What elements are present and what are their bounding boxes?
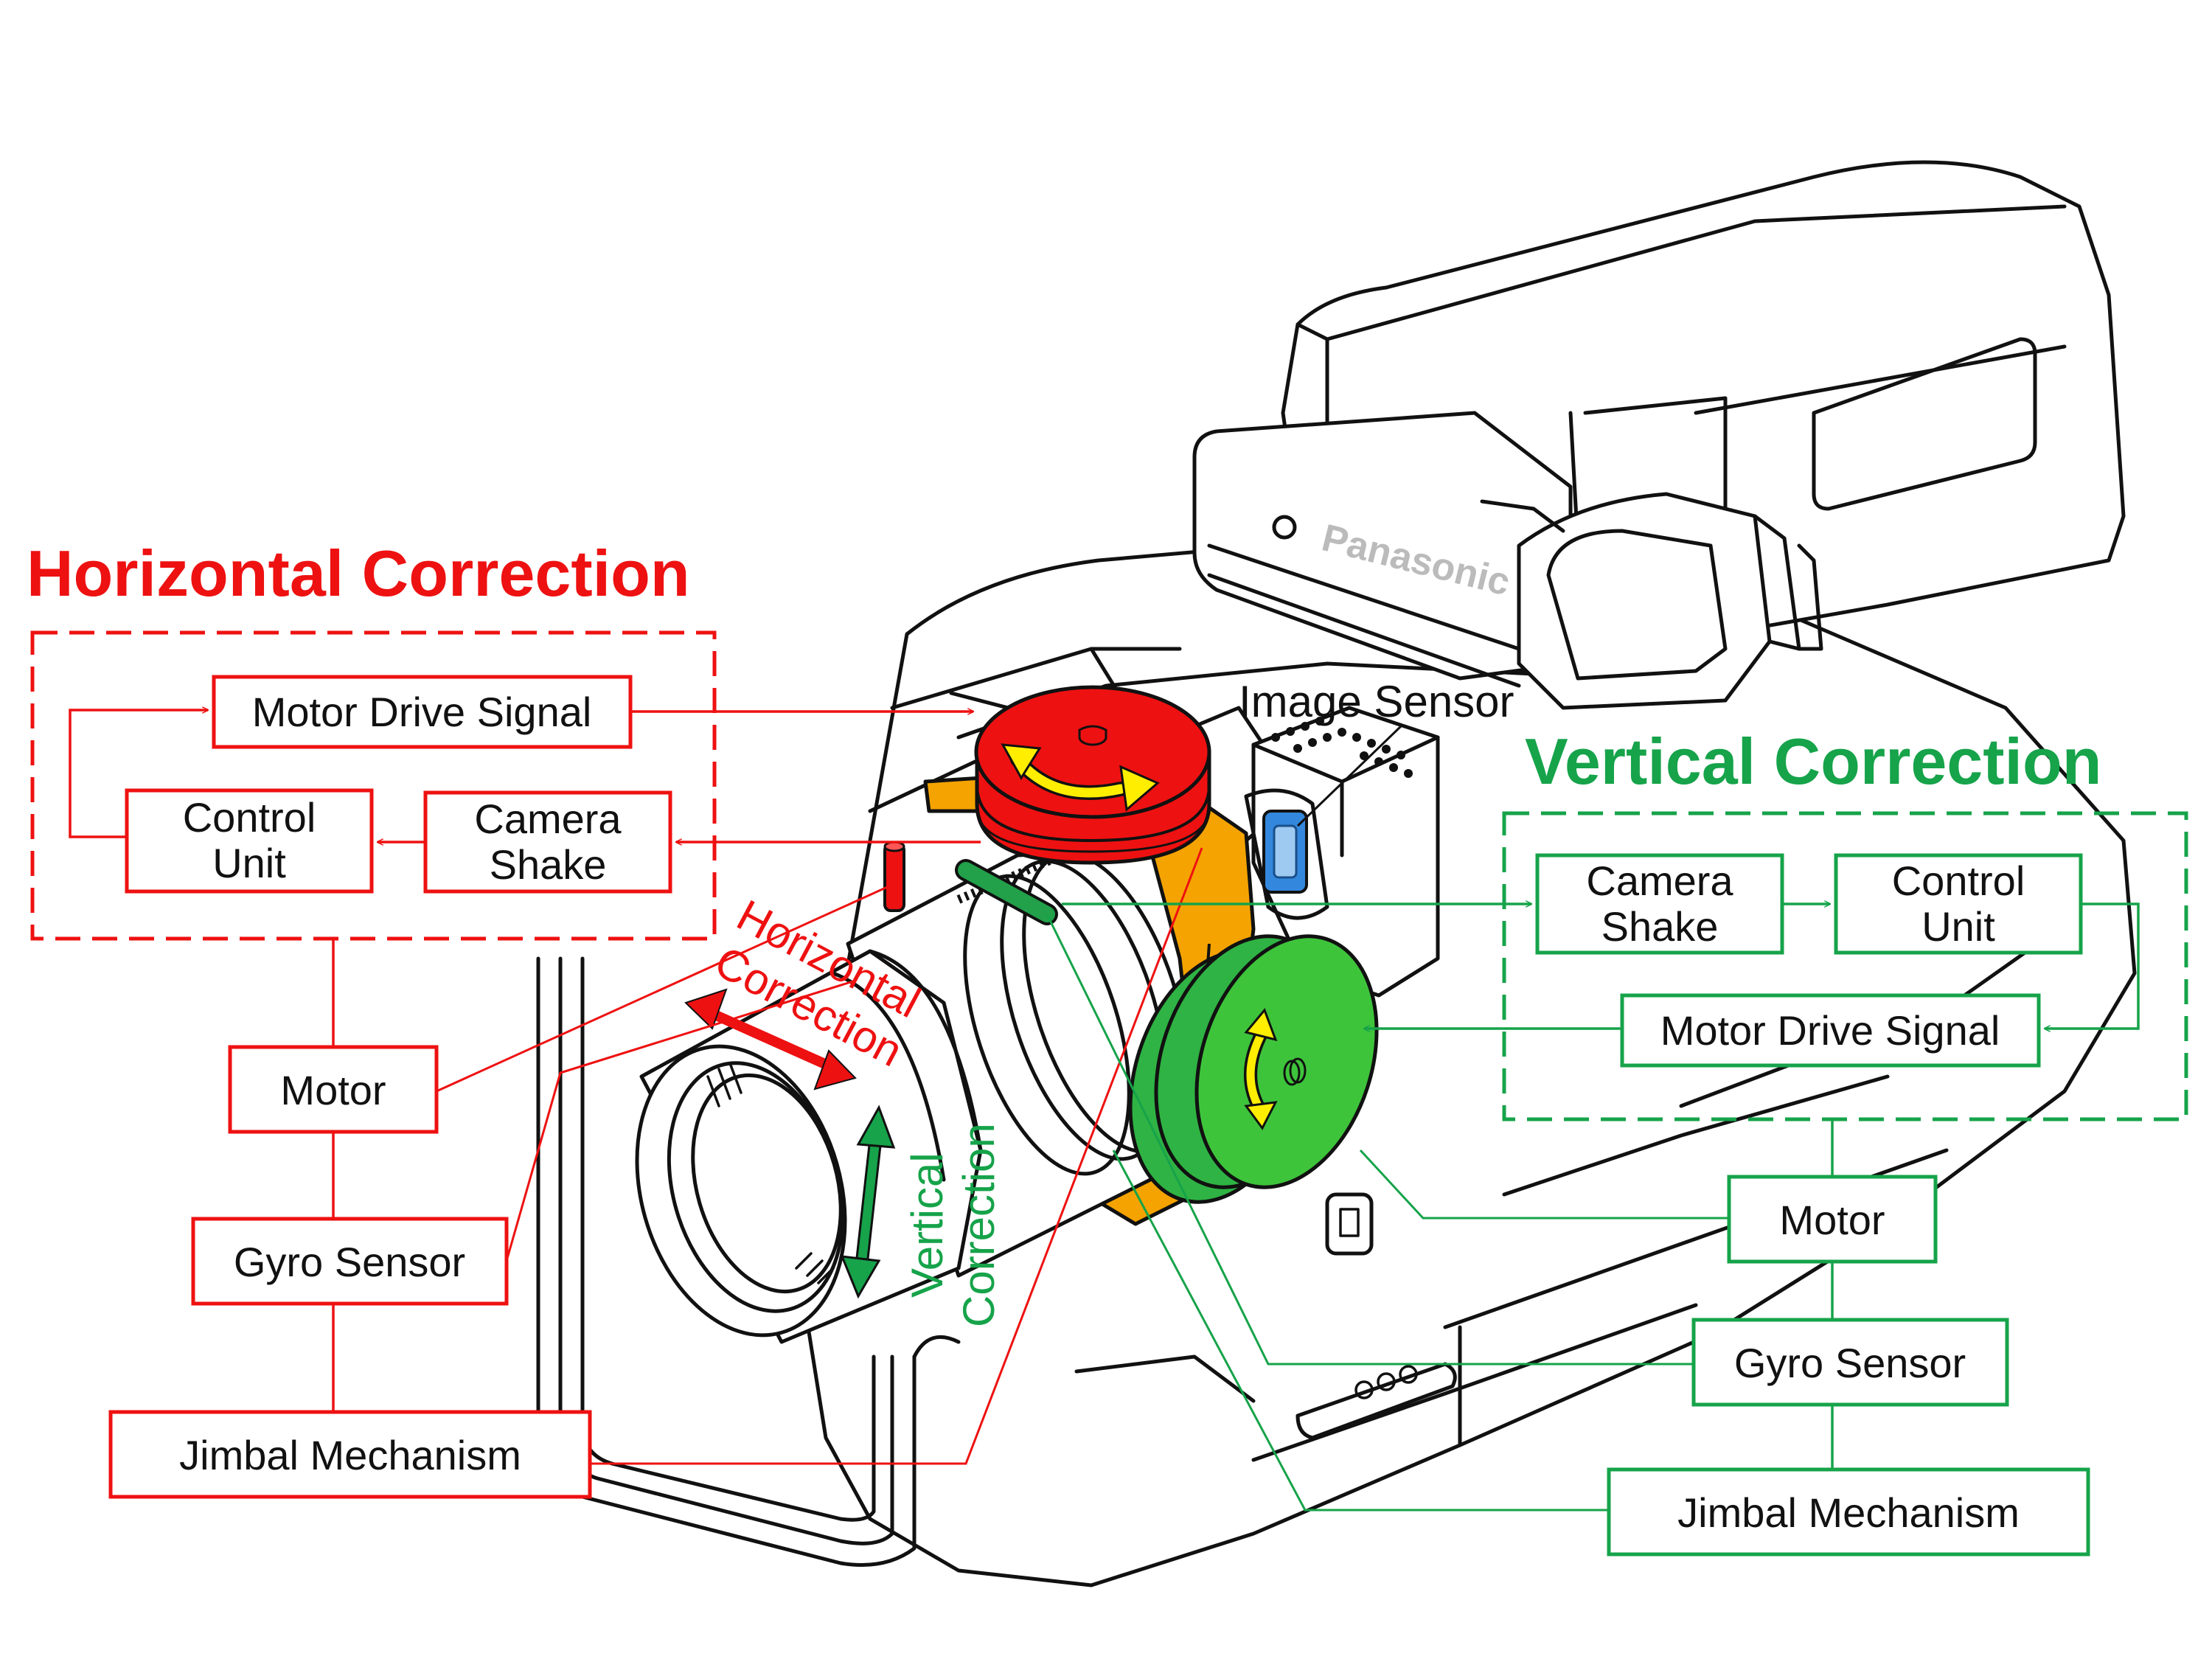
horizontal-rotation-arrow-icon [1001, 743, 1160, 812]
h-camera-shake-box [423, 790, 672, 894]
vertical-axis-rod [958, 862, 1055, 922]
h-control-unit-label-2: Unit [212, 840, 286, 886]
h-gyro-sensor-box [191, 1217, 509, 1306]
h-motor-box [228, 1045, 439, 1134]
v-control-unit-label-2: Unit [1921, 903, 1995, 950]
v-gyro-sensor-label: Gyro Sensor [1734, 1340, 1966, 1386]
v-motor-label: Motor [1779, 1197, 1885, 1243]
vertical-movement-arrow-icon [840, 1105, 896, 1299]
v-control-unit-label-1: Control [1892, 858, 2025, 904]
vertical-loop-frame [1502, 811, 2188, 1121]
h-camera-shake-label-2: Shake [490, 841, 607, 888]
vertical-correction-group: Vertical Correction Camera Shake Control… [902, 725, 2188, 1557]
sensor-pins [1271, 717, 1413, 778]
v-gyro-sensor-box [1691, 1318, 2009, 1407]
v-jimbal-mechanism-box [1607, 1467, 2090, 1557]
v-jimbal-mechanism-label: Jimbal Mechanism [1677, 1489, 2020, 1536]
image-sensor-label: Image Sensor [1239, 677, 1514, 726]
horizontal-correction-group: Horizontal Correction Motor Drive Signal… [27, 537, 1203, 1499]
h-control-unit-box [125, 788, 374, 894]
h-control-unit-label-1: Control [183, 794, 316, 841]
h-jimbal-mechanism-label: Jimbal Mechanism [179, 1432, 521, 1478]
h-motor-drive-signal-label: Motor Drive Signal [252, 689, 592, 735]
v-callout-line2: Correction [954, 1123, 1004, 1327]
h-jimbal-mechanism-box [108, 1410, 592, 1499]
v-camera-shake-label-1: Camera [1586, 858, 1733, 904]
v-motor-box [1727, 1175, 1938, 1264]
horizontal-correction-title: Horizontal Correction [27, 537, 690, 610]
horizontal-motor-disc [974, 685, 1211, 865]
h-gyro-sensor-label: Gyro Sensor [234, 1239, 465, 1285]
v-camera-shake-box [1535, 853, 1784, 955]
h-motor-label: Motor [280, 1067, 386, 1113]
vertical-correction-title: Vertical Correction [1525, 725, 2102, 798]
camera-illustration: Panasonic [536, 160, 2137, 1587]
v-motor-drive-signal-label: Motor Drive Signal [1660, 1007, 2000, 1054]
h-camera-shake-label-1: Camera [474, 796, 622, 842]
v-motor-drive-signal-box [1620, 993, 2041, 1068]
vertical-rotation-arrow-icon [1244, 1008, 1278, 1130]
h-motor-drive-signal-box [212, 675, 633, 749]
horizontal-loop-frame [30, 630, 717, 941]
v-camera-shake-label-2: Shake [1601, 903, 1719, 950]
v-callout-line1: Vertical [902, 1152, 952, 1298]
